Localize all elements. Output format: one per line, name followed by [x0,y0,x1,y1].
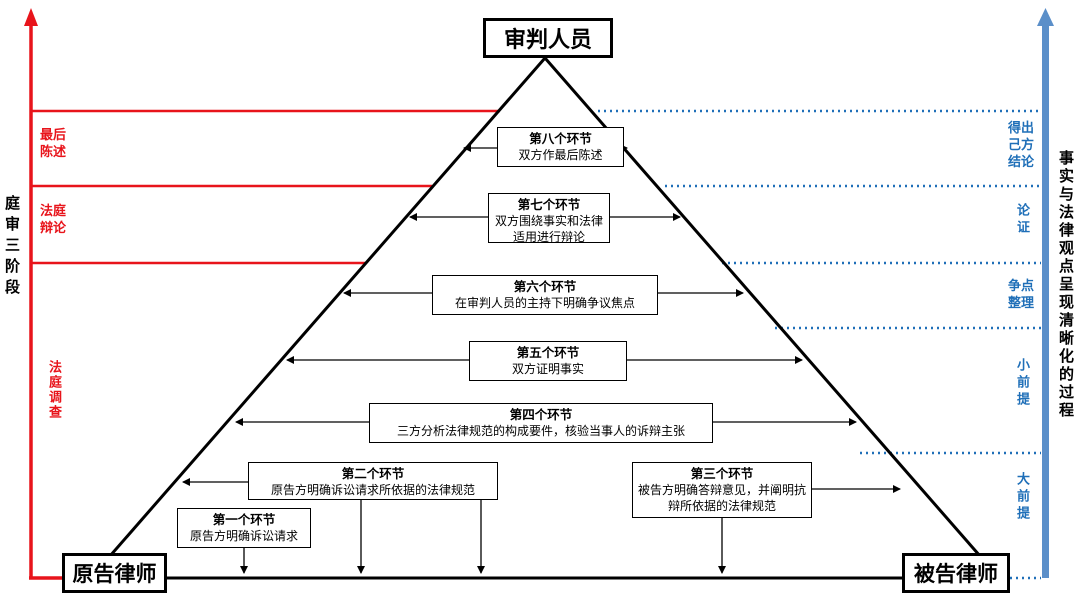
right-axis-title: 事实与法律观点呈现清晰化的过程 [1057,150,1075,420]
step-desc: 三方分析法律规范的构成要件，核验当事人的诉辩主张 [396,424,685,438]
step-box-6: 第六个环节 在审判人员的主持下明确争议焦点 [432,275,658,315]
step-title: 第四个环节 [509,407,573,422]
left-axis-title: 庭审三阶段 [3,195,21,300]
stage-final-statement: 最后陈述 [40,128,67,160]
step-box-2: 第二个环节 原告方明确诉讼请求所依据的法律规范 [248,462,498,500]
left-axis [24,8,500,580]
judge-box: 审判人员 [483,18,613,58]
stage-court-investigation: 法庭调查 [46,360,61,420]
step-desc: 双方证明事实 [511,362,584,376]
step-box-3: 第三个环节 被告方明确答辩意见，并阐明抗辩所依据的法律规范 [632,462,812,518]
judge-label: 审判人员 [503,28,592,53]
right-label-argument: 论证 [1014,203,1029,237]
step-title: 第八个环节 [529,131,592,146]
step-desc: 原告方明确诉讼请求 [189,529,298,543]
step-box-8: 第八个环节 双方作最后陈述 [497,127,624,167]
step-arrows [182,144,901,574]
step-title: 第七个环节 [517,197,581,212]
step-desc: 原告方明确诉讼请求所依据的法律规范 [270,483,475,497]
step-desc: 双方围绕事实和法律适用进行辩论 [494,214,603,244]
step-title: 第一个环节 [212,512,276,527]
step-box-5: 第五个环节 双方证明事实 [469,341,627,381]
step-desc: 在审判人员的主持下明确争议焦点 [454,296,635,310]
defendant-box: 被告律师 [902,553,1010,593]
step-title: 第三个环节 [690,466,754,481]
right-label-minor-premise: 小前提 [1014,358,1029,409]
right-label-major-premise: 大前提 [1014,472,1029,523]
step-desc: 双方作最后陈述 [518,148,603,162]
defendant-label: 被告律师 [914,562,998,586]
step-desc: 被告方明确答辩意见，并阐明抗辩所依据的法律规范 [637,483,806,513]
step-box-4: 第四个环节 三方分析法律规范的构成要件，核验当事人的诉辩主张 [369,403,713,443]
right-label-issue-sorting: 争点整理 [1007,279,1034,311]
step-title: 第二个环节 [341,466,405,481]
step-box-1: 第一个环节 原告方明确诉讼请求 [177,508,311,548]
step-title: 第六个环节 [513,279,577,294]
plaintiff-label: 原告律师 [72,562,157,586]
right-label-conclusion: 得出己方结论 [1007,121,1034,170]
step-title: 第五个环节 [516,345,580,360]
stage-court-debate: 法庭辩论 [40,204,67,236]
plaintiff-box: 原告律师 [62,553,167,593]
step-box-7: 第七个环节 双方围绕事实和法律适用进行辩论 [488,193,610,244]
